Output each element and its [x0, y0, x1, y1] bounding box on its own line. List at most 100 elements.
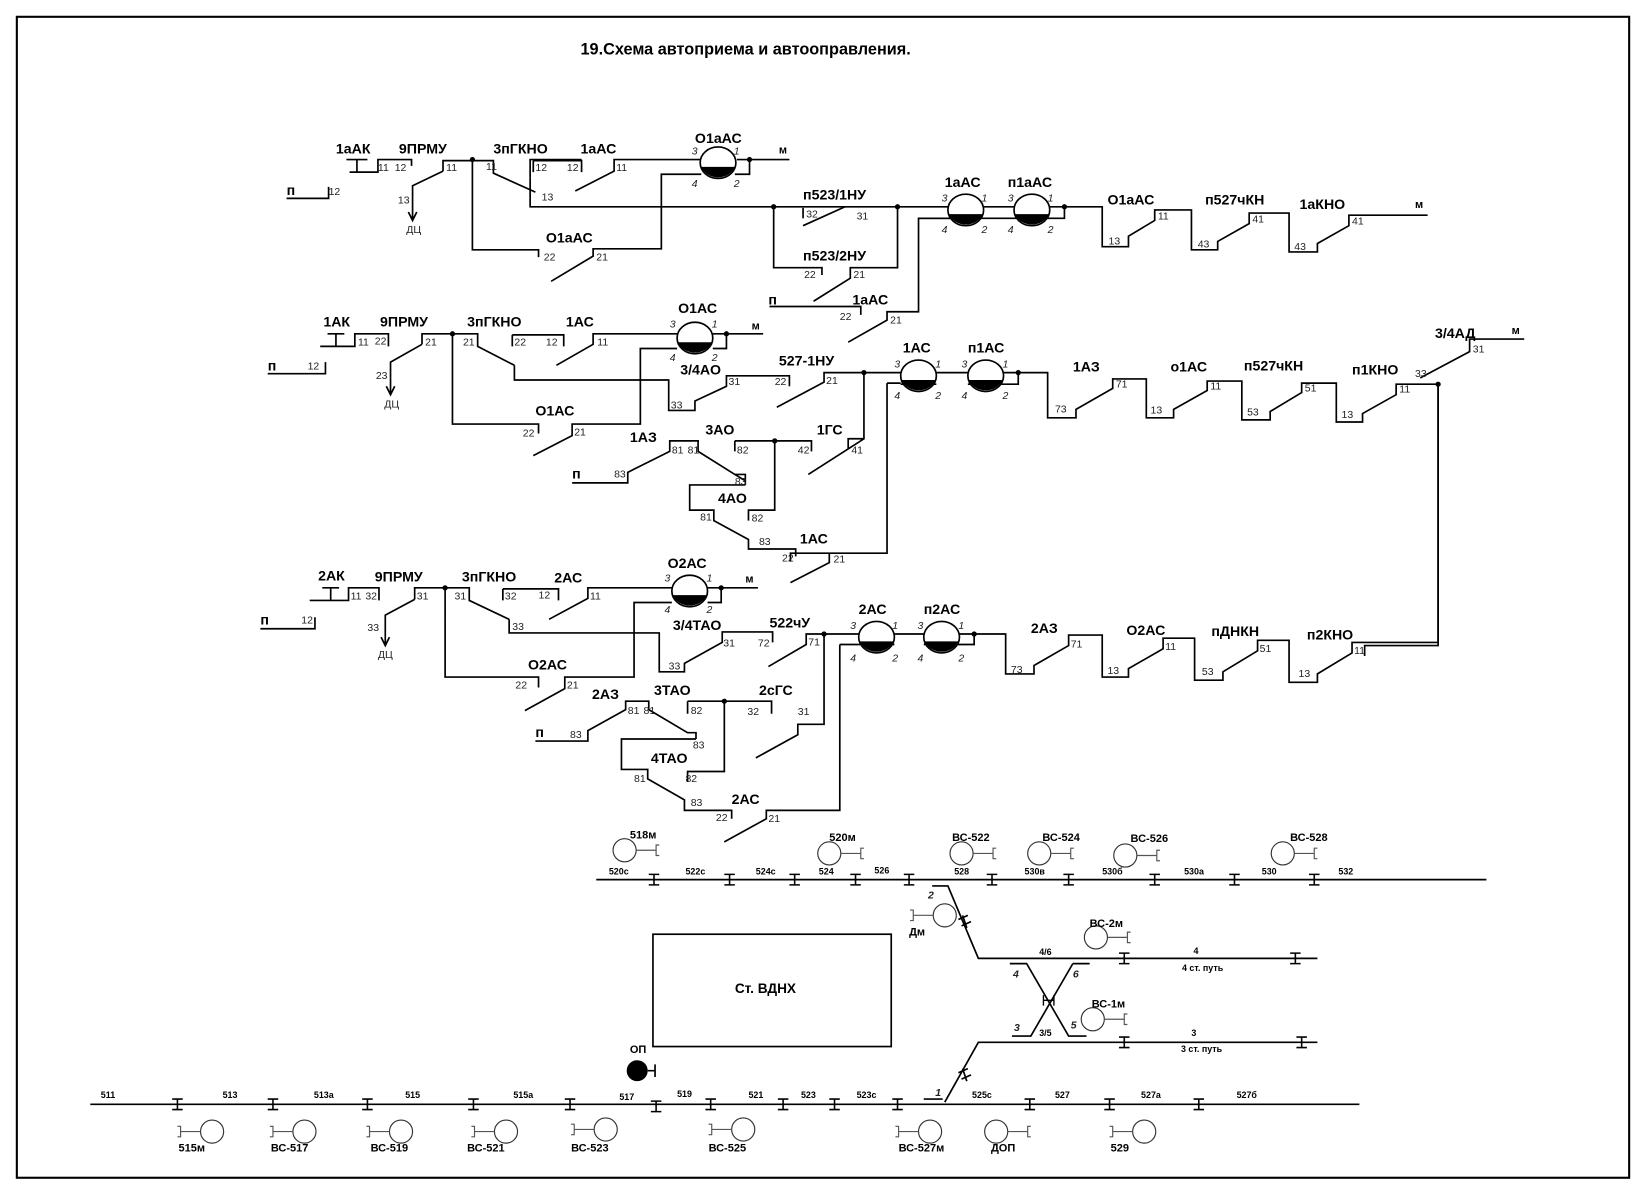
label-p: п [287, 183, 296, 199]
terminal: 4 [942, 225, 948, 236]
label-p: п [535, 725, 544, 741]
terminal: 4 [1008, 225, 1014, 236]
terminal: 4 [917, 653, 923, 664]
contact-number: 81 [644, 706, 656, 717]
terminal: 3 [850, 621, 856, 632]
contact-number: 41 [1352, 217, 1364, 228]
contact-number: 22 [782, 554, 794, 565]
section-label: 530 [1262, 866, 1277, 876]
label-3-4ao: 3/4АО [680, 363, 721, 379]
label-o2as-contact: О2АС [528, 658, 567, 674]
label-m: м [752, 321, 760, 333]
switch-number: 3 [1014, 1023, 1020, 1034]
contact-number: 81 [700, 513, 712, 524]
contact-number: 31 [798, 707, 810, 718]
label-o2as-series: О2АС [1126, 623, 1165, 639]
signal-label: ВС-1м [1092, 999, 1125, 1011]
contact-number: 73 [1011, 665, 1023, 676]
contact-number: 21 [833, 555, 845, 566]
contact-number: 33 [671, 400, 683, 411]
terminal: 4 [692, 179, 698, 190]
label-o1as-series: о1АС [1170, 360, 1207, 376]
contact-number: 33 [1415, 369, 1427, 380]
label-o1aas-relay: О1аАС [695, 131, 742, 147]
contact-number: 32 [505, 591, 517, 602]
contact-number: 71 [808, 638, 820, 649]
contact-number: 81 [688, 445, 700, 456]
terminal: 1 [1048, 194, 1054, 205]
label-2as-lower: 2АС [732, 792, 760, 808]
label-relay-1aas: 1аАС [945, 175, 981, 191]
contact-number: 71 [1071, 640, 1083, 651]
terminal: 3 [664, 574, 670, 585]
contact-number: 22 [514, 337, 526, 348]
section-label: 4/6 [1039, 947, 1051, 957]
terminal: 2 [705, 605, 712, 616]
track-number: 4 [1194, 946, 1199, 956]
label-p2kno: п2КНО [1307, 627, 1353, 643]
terminal: 2 [711, 353, 718, 364]
contact-number: 11 [358, 337, 369, 348]
terminal: 3 [1008, 194, 1014, 205]
contact-number: 22 [716, 813, 728, 824]
section-label: 521 [748, 1090, 763, 1100]
terminal: 1 [982, 194, 988, 205]
label-2az-series: 2АЗ [1031, 621, 1058, 637]
contact-number: 83 [735, 477, 747, 488]
label-9prmu: 9ПРМУ [380, 314, 428, 330]
contact-number: 12 [567, 163, 579, 174]
section-label: 522с [685, 866, 705, 876]
label-1aas: 1аАС [581, 141, 617, 157]
signal-vs-527m [894, 1119, 943, 1144]
section-label: 524 [819, 866, 834, 876]
terminal: 1 [734, 146, 740, 157]
label-1aak: 1аАК [336, 141, 371, 157]
label-p1kno: п1КНО [1352, 363, 1398, 379]
terminal: 1 [706, 574, 712, 585]
frame-border [15, 15, 1631, 1179]
contact-number: 83 [693, 740, 705, 751]
switch-number: 1 [935, 1088, 941, 1099]
label-1gs: 1ГС [817, 423, 843, 439]
label-1as: 1АС [566, 314, 594, 330]
circuit-2: 2АК 9ПРМУ 3пГКНО 2АС О2АС м п ДЦ 3/4ТАО … [260, 384, 1439, 843]
contact-number: 32 [806, 209, 818, 220]
section-label: 530б [1102, 866, 1123, 876]
contact-number: 33 [669, 662, 681, 673]
label-1akno: 1аКНО [1300, 197, 1346, 213]
signal-label: 518м [630, 830, 657, 842]
label-o1aas-series: О1аАС [1107, 193, 1154, 209]
section-label: 528 [954, 866, 969, 876]
contact-number: 32 [365, 591, 377, 602]
contact-number: 11 [1210, 381, 1221, 392]
signal-label: 529 [1111, 1143, 1129, 1155]
section-label: 532 [1338, 866, 1353, 876]
track-name: 3 ст. путь [1181, 1044, 1223, 1054]
signal-label: ВС-2м [1090, 918, 1123, 930]
section-label: 519 [677, 1089, 692, 1099]
contact-number: 13 [1299, 669, 1311, 680]
section-label: 511 [101, 1090, 115, 1100]
signal-dm [909, 903, 957, 928]
label-1aas-lower: 1аАС [852, 292, 888, 308]
label-527-1nu: 527-1НУ [779, 353, 834, 369]
contact-number: 41 [851, 445, 863, 456]
contact-number: 22 [515, 681, 527, 692]
switch-number: 5 [1071, 1021, 1077, 1032]
contact-number: 83 [614, 470, 626, 481]
terminal: 2 [981, 225, 988, 236]
section-label: 523с [857, 1090, 877, 1100]
signal-dop [984, 1119, 1032, 1144]
contact-number: 11 [1399, 385, 1410, 396]
switch-number: 4 [1012, 969, 1019, 980]
label-o1as-contact: О1АС [535, 404, 574, 420]
contact-number: 82 [737, 445, 749, 456]
signal-vs-525 [708, 1117, 756, 1142]
label-522chu: 522чУ [769, 616, 810, 632]
contact-number: 31 [455, 591, 467, 602]
signal-vs-528 [1270, 841, 1318, 866]
contact-number: 11 [378, 163, 389, 174]
terminal: 1 [935, 359, 941, 370]
terminal: 4 [894, 391, 900, 402]
terminal: 3 [692, 146, 698, 157]
